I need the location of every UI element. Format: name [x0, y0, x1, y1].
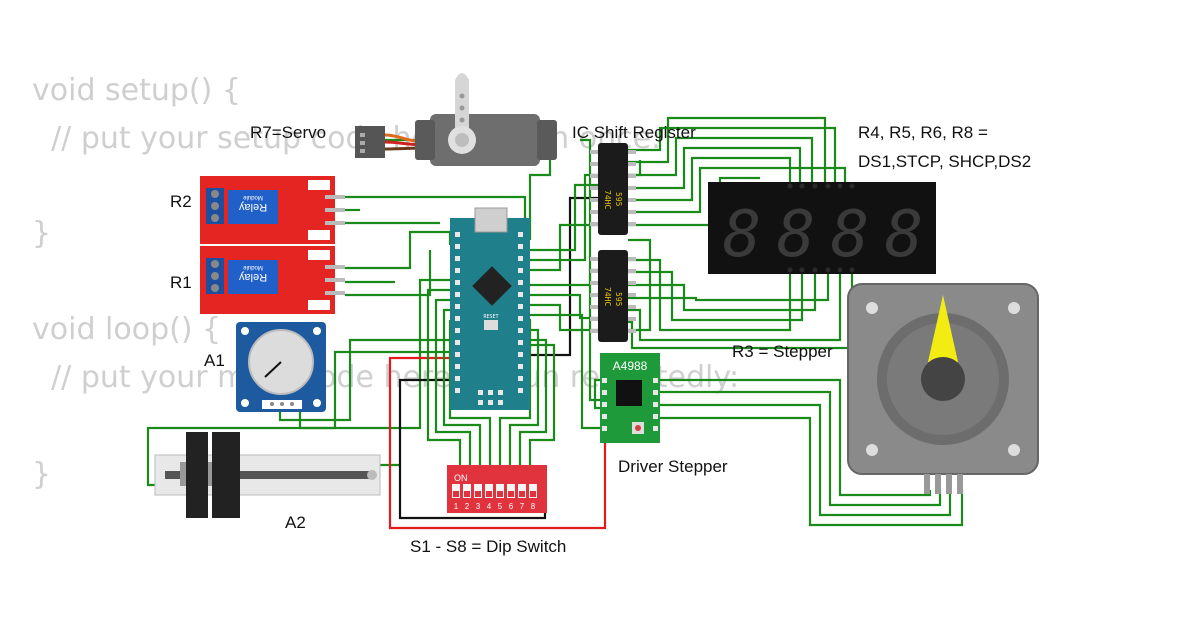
dip-number-3: 3 [476, 502, 481, 511]
code-line-2: // put your setup code here, to run once… [32, 121, 661, 156]
dip-number-2: 2 [465, 502, 470, 511]
dip-number-4: 4 [487, 502, 492, 511]
relay-r2-label: R2 [170, 192, 192, 211]
slide-potentiometer-a2[interactable] [154, 432, 381, 518]
dip-switch[interactable]: ON 1 2 3 4 5 6 7 8 [447, 465, 547, 513]
display-note-line-1: R4, R5, R6, R8 = [858, 123, 988, 142]
arduino-reset-label: RESET [483, 314, 498, 320]
dip-switch-label: S1 - S8 = Dip Switch [410, 537, 566, 556]
shift-register-top[interactable]: 74HC 595 [590, 143, 636, 235]
stepper-motor[interactable] [847, 283, 1039, 494]
potentiometer-a1[interactable] [236, 322, 326, 412]
seven-segment-display[interactable]: 8 8 8 8 [708, 182, 936, 274]
shift-register-top-part: 74HC [603, 190, 612, 209]
shift-register-bottom-part-2: 595 [614, 292, 623, 307]
relay-r1-text: Relay [238, 271, 267, 283]
a4988-driver[interactable]: A4988 [600, 353, 660, 443]
code-line-4: void loop() { [32, 312, 221, 347]
shift-register-label: IC Shift Register [572, 123, 696, 142]
servo-motor[interactable] [355, 73, 557, 166]
relay-r2-text: Relay [238, 201, 267, 213]
dip-number-5: 5 [498, 502, 503, 511]
shift-register-top-part-2: 595 [614, 192, 623, 207]
relay-r1-label: R1 [170, 273, 192, 292]
display-note-line-2: DS1,STCP, SHCP,DS2 [858, 152, 1031, 171]
relay-module-r1[interactable]: Relay Module [200, 246, 345, 314]
display-digit-1: 8 [723, 198, 762, 272]
relay-module-r2[interactable]: Relay Module [200, 176, 345, 244]
code-line-1: void setup() { [32, 73, 241, 108]
driver-label: Driver Stepper [618, 457, 728, 476]
dip-on-label: ON [454, 473, 468, 483]
dip-number-6: 6 [509, 502, 514, 511]
display-digit-2: 8 [777, 198, 816, 272]
code-line-3: } [32, 216, 51, 251]
dip-number-7: 7 [520, 502, 525, 511]
relay-r2-module: Module [243, 194, 263, 200]
display-digit-4: 8 [885, 198, 924, 272]
dip-number-8: 8 [531, 502, 536, 511]
code-line-6: } [32, 457, 51, 492]
stepper-label: R3 = Stepper [732, 342, 833, 361]
slide-potentiometer-a2-label: A2 [285, 513, 306, 532]
shift-register-bottom[interactable]: 74HC 595 [590, 250, 636, 342]
potentiometer-a1-label: A1 [204, 351, 225, 370]
dip-number-1: 1 [454, 502, 459, 511]
relay-r1-module: Module [243, 264, 263, 270]
display-digit-3: 8 [831, 198, 870, 272]
shift-register-bottom-part: 74HC [603, 287, 612, 306]
driver-chip-label: A4988 [613, 359, 648, 373]
servo-label: R7=Servo [250, 123, 326, 142]
arduino-nano[interactable]: RESET [450, 207, 530, 410]
